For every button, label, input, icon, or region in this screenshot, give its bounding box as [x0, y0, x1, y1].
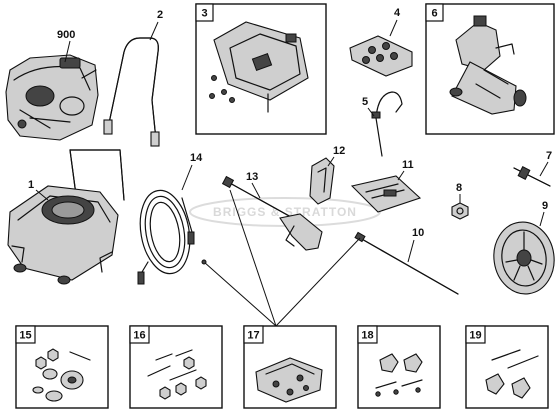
box-17[interactable]: 17 — [243, 325, 337, 409]
callout-5: 5 — [362, 96, 368, 108]
callout-10: 10 — [412, 227, 424, 239]
spray-gun-13[interactable] — [221, 175, 323, 251]
callout-900: 900 — [57, 29, 75, 41]
callout-2: 2 — [157, 9, 163, 21]
axle-7[interactable] — [513, 166, 551, 187]
engine-900[interactable] — [5, 54, 99, 141]
handle-2[interactable] — [103, 37, 160, 147]
box-16[interactable]: 16 — [129, 325, 223, 409]
box-19-tag: 19 — [469, 330, 481, 342]
callout-11: 11 — [402, 159, 414, 171]
manual-11[interactable] — [350, 175, 422, 213]
hose-14[interactable] — [134, 186, 196, 285]
callout-12: 12 — [333, 145, 345, 157]
box-18[interactable]: 18 — [357, 325, 441, 409]
callout-8: 8 — [456, 182, 462, 194]
box-18-tag: 18 — [361, 330, 373, 342]
screws-4[interactable] — [349, 35, 413, 77]
box-17-leaders — [201, 189, 361, 327]
box-3[interactable]: 3 — [195, 3, 327, 135]
callout-7: 7 — [546, 150, 552, 162]
box-15-tag: 15 — [19, 330, 31, 342]
box-6-tag: 6 — [431, 8, 437, 20]
callout-13: 13 — [246, 171, 258, 183]
callout-9: 9 — [542, 200, 548, 212]
watermark-text: BRIGGS & STRATTON — [213, 205, 357, 219]
frame-1[interactable] — [7, 149, 125, 285]
bracket-12[interactable] — [309, 157, 335, 205]
wheel-9[interactable] — [489, 218, 558, 298]
hook-5[interactable] — [371, 91, 403, 157]
box-15[interactable]: 15 — [15, 325, 109, 409]
callout-1: 1 — [28, 179, 34, 191]
callout-14: 14 — [190, 152, 203, 164]
callout-4: 4 — [394, 7, 401, 19]
box-16-tag: 16 — [133, 330, 145, 342]
wand-10[interactable] — [354, 231, 459, 295]
box-17-tag: 17 — [247, 330, 259, 342]
box-19[interactable]: 19 — [465, 325, 549, 409]
nut-8[interactable] — [451, 202, 469, 220]
box-3-tag: 3 — [201, 8, 207, 20]
box-6[interactable]: 6 — [425, 3, 555, 135]
